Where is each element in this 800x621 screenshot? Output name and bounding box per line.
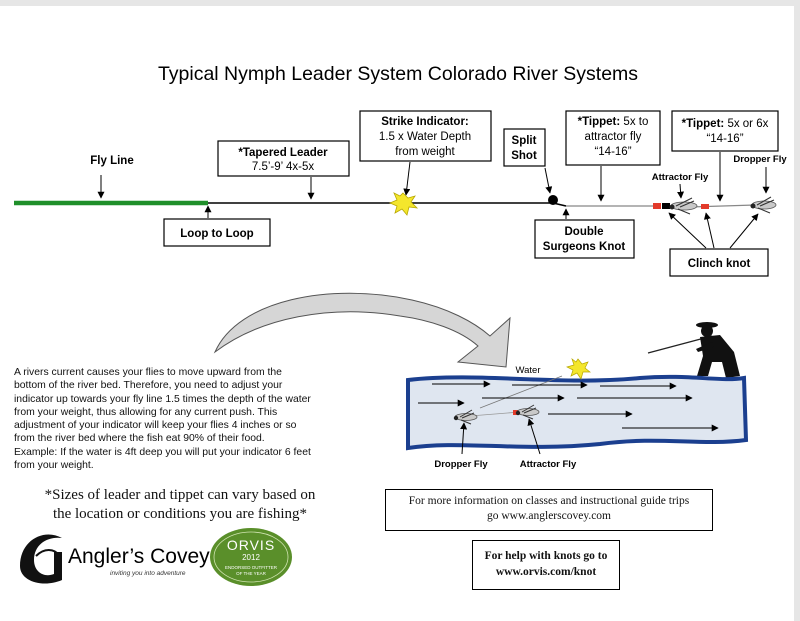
paragraph-line: from your weight, thus allowing for any …: [14, 406, 278, 418]
river-indicator-icon: [566, 358, 591, 380]
sizes-note: *Sizes of leader and tippet can vary bas…: [40, 486, 320, 524]
big-curved-arrow: [213, 292, 511, 368]
window-edge-right: [794, 0, 800, 621]
strike-indicator-label: Strike Indicator:: [381, 116, 469, 128]
split-shot-label: Split: [512, 135, 537, 147]
attractor-fly-label: Attractor Fly: [652, 172, 709, 183]
tapered-leader-box: [217, 140, 350, 177]
paragraph-line: from the river bed where the fish eat 90…: [14, 433, 265, 445]
knot-marker-3: [701, 204, 709, 209]
anglers-covey-tagline: inviting you into adventure: [110, 570, 186, 577]
more-info-box: For more information on classes and inst…: [385, 489, 713, 531]
paragraph-line: indicator up towards your fly line 1.5 t…: [14, 393, 311, 405]
river-dropper-label: Dropper Fly: [434, 459, 488, 470]
strike-indicator-icon: [388, 192, 419, 216]
more-info-line: For more information on classes and inst…: [408, 495, 690, 507]
split-shot-icon: [548, 195, 558, 205]
tippet-dropper-size: “14-16”: [706, 133, 743, 145]
strike-indicator-depth: 1.5 x Water Depth: [379, 131, 471, 143]
orvis-logo-year: 2012: [242, 553, 260, 562]
strike-indicator-box: [359, 110, 492, 162]
fly-line-label: Fly Line: [90, 155, 133, 167]
attractor-fly-arrow: [677, 183, 685, 199]
current-explanation-paragraph: A rivers current causes your flies to mo…: [14, 366, 350, 472]
river-dropper-arrow: [460, 422, 468, 455]
river-dropper-fly-icon: [453, 409, 478, 425]
knot-help-box: For help with knots go to www.orvis.com/…: [472, 540, 620, 590]
tippet-attractor-title: *Tippet: 5x to: [578, 116, 649, 128]
double-surgeons-box: [534, 219, 635, 259]
tippet-line-2: [689, 204, 756, 208]
strike-indicator-weight: from weight: [395, 146, 455, 158]
paragraph-line: from your weight.: [14, 460, 94, 472]
window-edge-top: [0, 0, 800, 6]
loop-to-loop-box: [163, 218, 271, 247]
double-surgeons-label: Double: [565, 226, 604, 238]
tapered-leader-spec: 7.5’-9’ 4x-5x: [252, 161, 314, 173]
sizes-note-line: the location or conditions you are fishi…: [52, 506, 308, 522]
knot-marker-2: [662, 203, 670, 209]
split-shot-arrow: [544, 167, 553, 194]
paragraph-line: bottom of the river bed. Therefore, you …: [14, 380, 283, 392]
tippet-attractor-target: attractor fly: [585, 131, 642, 143]
clinch-knot-arrow-2: [703, 212, 715, 249]
tippet-dropper-title: *Tippet: 5x or 6x: [682, 118, 769, 130]
dropper-fly-label: Dropper Fly: [733, 154, 787, 165]
orvis-logo-line2: OF THE YEAR: [236, 571, 267, 576]
split-shot-box: [503, 128, 546, 167]
river-leader-line: [479, 375, 563, 409]
attractor-fly-icon: [669, 197, 698, 215]
river-attractor-arrow: [527, 418, 541, 455]
river-attractor-label: Attractor Fly: [520, 459, 577, 470]
orvis-logo-name: ORVIS: [227, 537, 275, 553]
sizes-note-line: *Sizes of leader and tippet can vary bas…: [44, 487, 316, 503]
clinch-knot-arrow-1: [668, 212, 707, 249]
knot-help-link[interactable]: www.orvis.com/knot: [495, 566, 597, 578]
tapered-leader-label: *Tapered Leader: [238, 147, 328, 159]
dropper-fly-icon: [750, 196, 777, 214]
river-water-label: Water: [516, 365, 541, 376]
river-shape: [406, 374, 749, 451]
knot-help-line: For help with knots go to: [484, 550, 608, 562]
tippet-attractor-size: “14-16”: [594, 146, 631, 158]
paragraph-line: adjustment of your indicator will keep y…: [14, 420, 297, 432]
clinch-knot-arrow-3: [729, 213, 759, 249]
angler-figure-icon: [647, 322, 740, 378]
more-info-link[interactable]: go www.anglerscovey.com: [486, 510, 611, 522]
split-shot-label-2: Shot: [511, 150, 537, 162]
anglers-covey-logo: Angler’s Covey inviting you into adventu…: [20, 534, 210, 584]
strike-indicator-arrow: [403, 161, 411, 196]
diagram-title: Typical Nymph Leader System Colorado Riv…: [158, 63, 638, 85]
clinch-knot-label: Clinch knot: [688, 258, 751, 270]
river-tippet-line: [469, 411, 521, 417]
knot-marker-1: [653, 203, 661, 209]
orvis-logo: ORVIS 2012 ENDORSED OUTFITTER OF THE YEA…: [210, 528, 292, 586]
river-attractor-fly-icon: [513, 404, 540, 420]
paragraph-line: A rivers current causes your flies to mo…: [14, 367, 282, 378]
tippet-dropper-box: [671, 110, 779, 152]
anglers-covey-logo-text: Angler’s Covey: [68, 545, 210, 568]
clinch-knot-box: [669, 248, 769, 277]
paragraph-line: Example: If the water is 4ft deep you wi…: [14, 446, 311, 458]
orvis-logo-line1: ENDORSED OUTFITTER: [225, 565, 278, 570]
loop-to-loop-label: Loop to Loop: [180, 228, 253, 240]
tippet-attractor-box: [565, 110, 661, 166]
double-surgeons-label-2: Surgeons Knot: [543, 241, 626, 253]
